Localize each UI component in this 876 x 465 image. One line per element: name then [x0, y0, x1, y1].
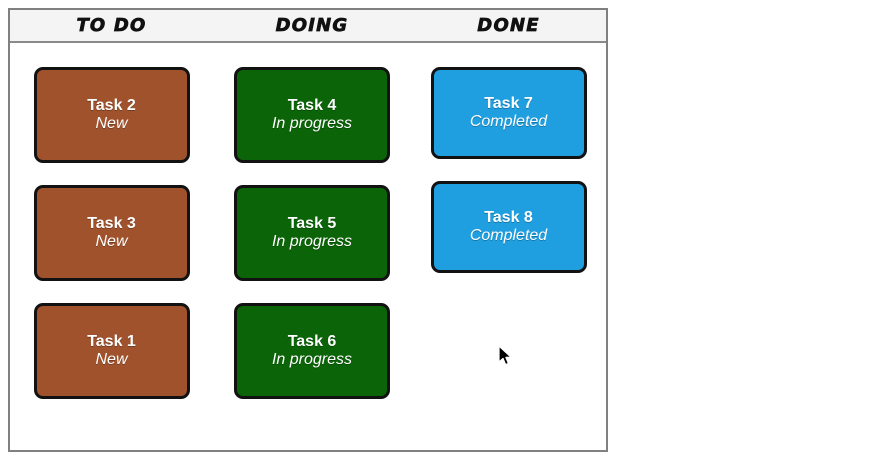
task-card[interactable]: Task 1 New: [33, 303, 190, 399]
task-card-title: Task 3: [87, 214, 136, 232]
task-card[interactable]: Task 8 Completed: [430, 181, 587, 273]
task-card-status: In progress: [271, 351, 353, 368]
task-card[interactable]: Task 4 In progress: [234, 67, 390, 163]
column-doing: Task 4 In progress Task 5 In progress Ta…: [213, 67, 411, 450]
column-header-doing: DOING: [275, 14, 349, 36]
task-card-title: Task 8: [484, 208, 533, 226]
task-card-title: Task 7: [484, 94, 533, 112]
column-done: Task 7 Completed Task 8 Completed: [411, 67, 606, 450]
task-card-status: Completed: [469, 227, 548, 244]
task-card-title: Task 2: [87, 96, 136, 114]
task-card[interactable]: Task 7 Completed: [430, 67, 587, 159]
task-card-status: New: [95, 115, 128, 132]
task-card-status: Completed: [469, 113, 548, 130]
task-card-status: In progress: [271, 233, 353, 250]
task-card[interactable]: Task 5 In progress: [234, 185, 390, 281]
task-card-status: New: [95, 351, 128, 368]
kanban-board: TO DO DOING DONE Task 2 New Task 3 New T…: [8, 8, 608, 452]
task-card-title: Task 6: [287, 332, 337, 350]
task-card-title: Task 5: [287, 214, 337, 232]
column-todo: Task 2 New Task 3 New Task 1 New: [10, 67, 213, 450]
column-header-todo: TO DO: [76, 14, 147, 36]
task-card-title: Task 4: [287, 96, 337, 114]
task-card-status: In progress: [271, 115, 353, 132]
task-card[interactable]: Task 2 New: [33, 67, 190, 163]
task-card[interactable]: Task 6 In progress: [234, 303, 390, 399]
task-card[interactable]: Task 3 New: [33, 185, 190, 281]
task-card-title: Task 1: [87, 332, 136, 350]
kanban-columns: Task 2 New Task 3 New Task 1 New Task 4 …: [10, 43, 606, 450]
kanban-column-header-row: TO DO DOING DONE: [10, 10, 606, 43]
task-card-status: New: [95, 233, 128, 250]
column-header-done: DONE: [477, 14, 540, 36]
